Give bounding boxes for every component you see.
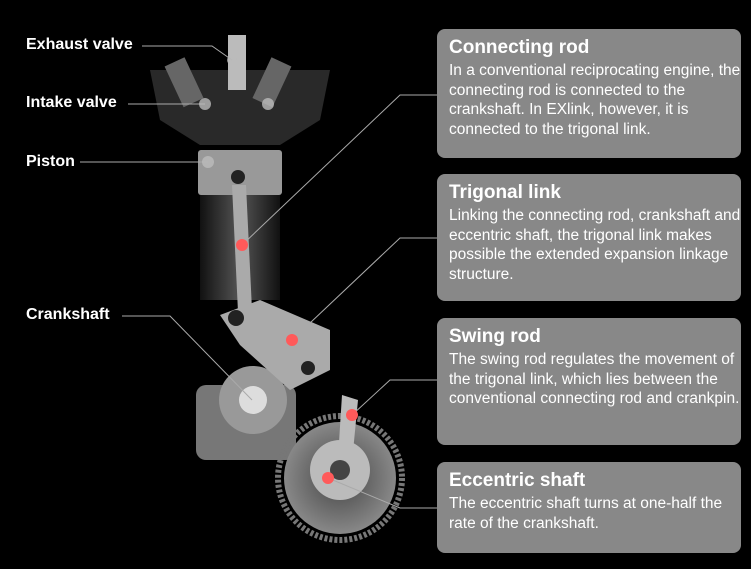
markers <box>236 239 358 484</box>
label-intake-valve: Intake valve <box>26 94 117 111</box>
callout-text: The eccentric shaft turns at one-half th… <box>449 495 723 532</box>
callout-text: In a conventional reciprocating engine, … <box>449 62 741 138</box>
marker-connecting-rod <box>236 239 248 251</box>
callout-text: The swing rod regulates the movement of … <box>449 351 740 407</box>
label-piston: Piston <box>26 153 75 170</box>
callout-title: Swing rod <box>449 326 541 347</box>
marker-eccentric-shaft <box>322 472 334 484</box>
callout-eccentric-shaft: Eccentric shaft The eccentric shaft turn… <box>437 462 741 553</box>
leader-lines <box>80 45 437 509</box>
label-anchor-dots <box>199 55 274 168</box>
label-crankshaft: Crankshaft <box>26 306 110 323</box>
callout-connecting-rod: Connecting rod In a conventional recipro… <box>437 29 741 158</box>
callout-title: Trigonal link <box>449 182 561 203</box>
crank-assembly <box>196 300 330 460</box>
callout-title: Eccentric shaft <box>449 470 586 491</box>
marker-swing-rod <box>346 409 358 421</box>
callout-title: Connecting rod <box>449 37 590 58</box>
marker-trigonal-link <box>286 334 298 346</box>
callout-trigonal-link: Trigonal link Linking the connecting rod… <box>437 174 741 301</box>
label-exhaust-valve: Exhaust valve <box>26 36 133 53</box>
callout-swing-rod: Swing rod The swing rod regulates the mo… <box>437 318 741 445</box>
gear <box>275 413 405 543</box>
cylinder-head <box>150 35 330 145</box>
callout-text: Linking the connecting rod, crankshaft a… <box>449 207 741 283</box>
